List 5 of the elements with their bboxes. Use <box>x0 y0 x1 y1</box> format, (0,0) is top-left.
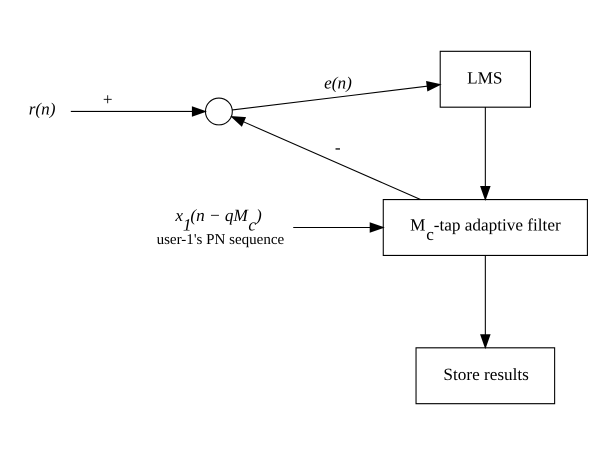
edge-label: + <box>102 90 114 109</box>
edge-label: - <box>334 138 341 158</box>
node-text: r(n) <box>28 99 56 118</box>
edge-label: e(n) <box>324 74 352 93</box>
node-label: user-1's PN sequence <box>156 232 284 248</box>
